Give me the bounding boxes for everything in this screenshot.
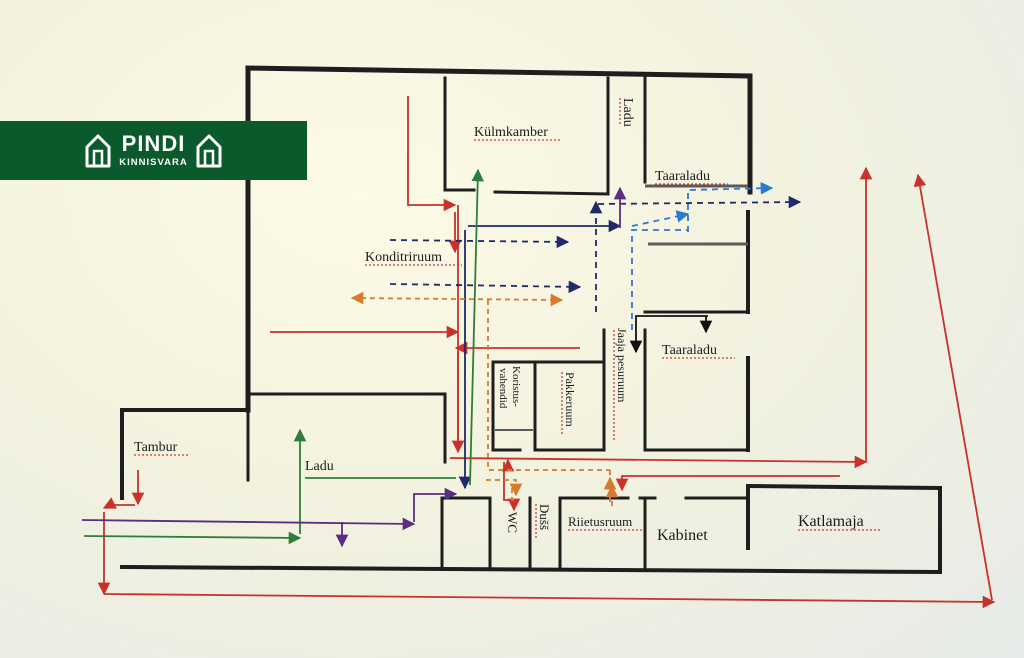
green-flow bbox=[83, 168, 485, 545]
red-flow bbox=[97, 96, 996, 609]
black-flow bbox=[629, 315, 713, 354]
logo-name: PINDI bbox=[121, 131, 186, 157]
room-koristus: Koristus- bbox=[510, 366, 522, 407]
logo-subtitle: KINNISVARA bbox=[119, 157, 188, 169]
room-ladu-top: Ladu bbox=[620, 98, 635, 127]
logo-wordmark: PINDI KINNISVARA bbox=[119, 133, 187, 168]
navy-solid-flow bbox=[458, 219, 622, 490]
navy-flow bbox=[389, 195, 802, 312]
pindi-logo: PINDI KINNISVARA bbox=[0, 121, 307, 180]
blue-flow bbox=[631, 181, 774, 330]
purple-flow bbox=[81, 186, 627, 548]
room-ladu-left: Ladu bbox=[305, 459, 334, 474]
room-riietusruum: Riietusruum bbox=[568, 514, 632, 529]
house-icon bbox=[196, 134, 222, 167]
room-kabinet: Kabinet bbox=[657, 527, 708, 544]
room-pakkeruum: Pakkeruum bbox=[563, 372, 577, 427]
room-dush: Dušš bbox=[537, 504, 552, 530]
room-katlamaja: Katlamaja bbox=[798, 513, 864, 530]
room-taaraladu-mid: Taaraladu bbox=[662, 343, 717, 358]
orange-flow bbox=[350, 291, 619, 506]
house-icon bbox=[85, 134, 111, 167]
room-jaaja-pesuruum: Jaaja pesuruum bbox=[615, 328, 629, 403]
room-wc: WC bbox=[505, 512, 520, 533]
walls bbox=[119, 65, 943, 575]
room-konditriruum: Konditriruum bbox=[365, 250, 442, 265]
room-taaraladu-top: Taaraladu bbox=[655, 169, 710, 184]
room-vahendid: vahendid bbox=[497, 368, 509, 409]
room-tambur: Tambur bbox=[134, 440, 178, 455]
room-labels: Külmkamber Ladu Taaraladu Konditriruum J… bbox=[134, 98, 880, 544]
room-kulmkamber: Külmkamber bbox=[474, 125, 548, 140]
